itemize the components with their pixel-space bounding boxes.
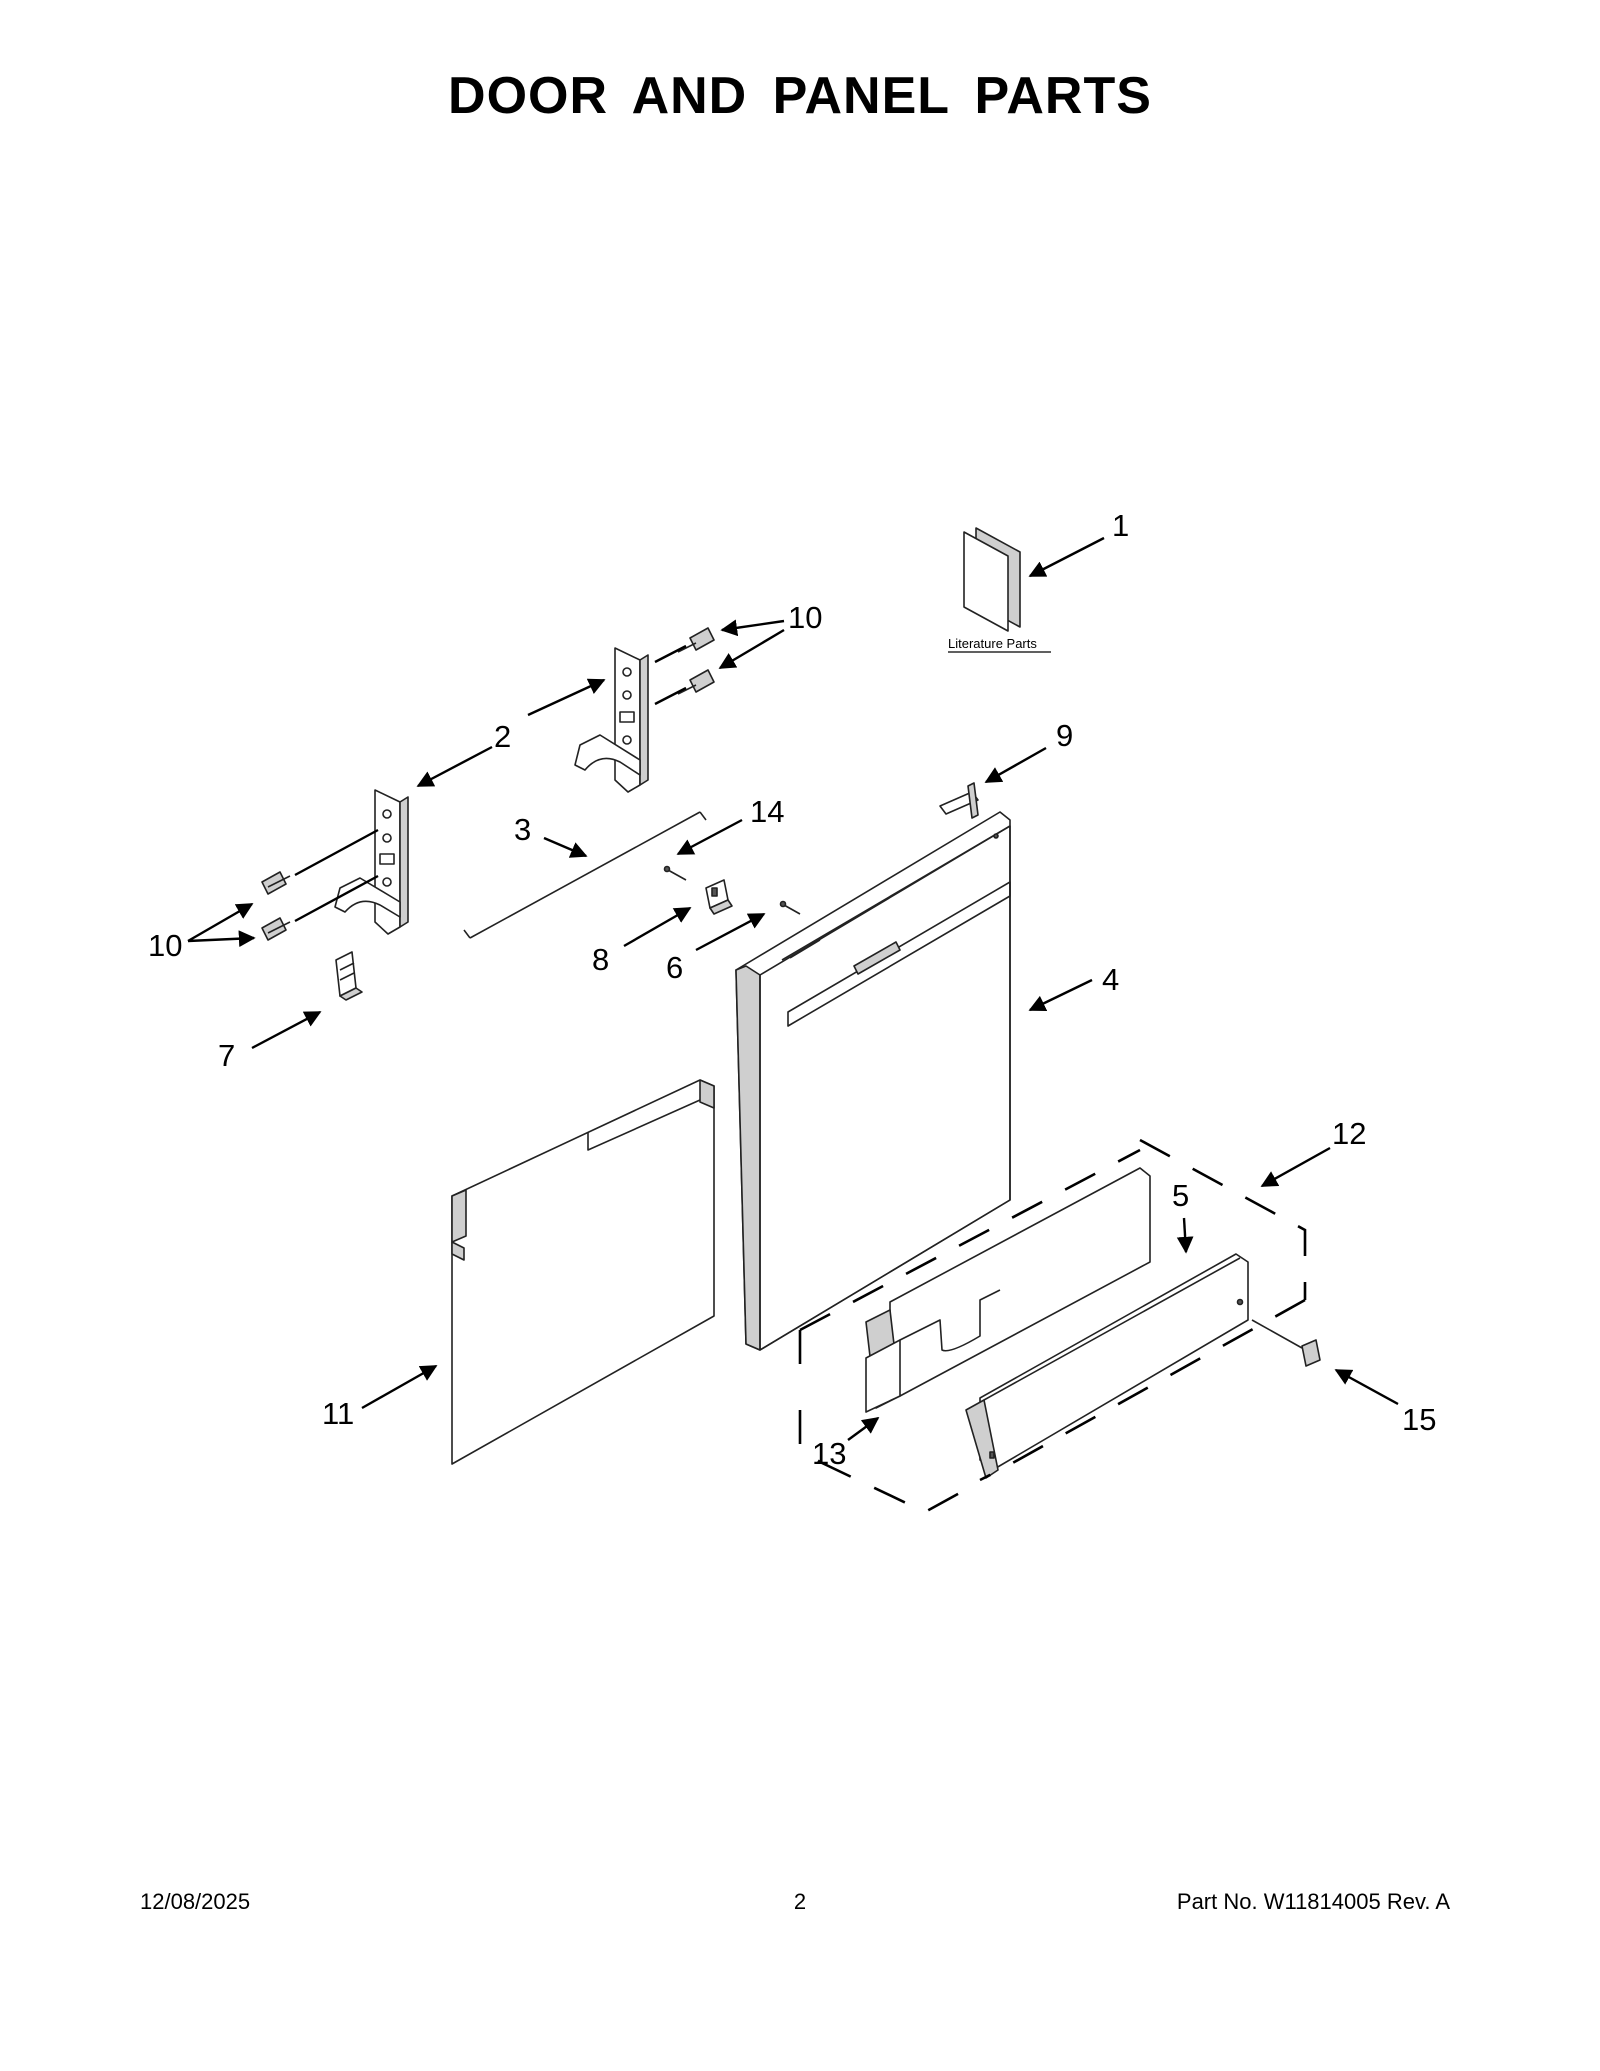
callout-4: 4 [1102, 962, 1119, 997]
callout-leaders [187, 536, 1399, 1441]
callout-10-top: 10 [788, 600, 822, 635]
callout-13: 13 [812, 1436, 846, 1471]
toe-panel-kickplate [965, 1253, 1249, 1479]
leveling-screw [1251, 1319, 1321, 1367]
callout-9: 9 [1056, 718, 1073, 753]
hinge-screw [261, 871, 291, 941]
door-hinge-right [574, 647, 649, 793]
page-title: DOOR AND PANEL PARTS [448, 67, 1152, 125]
callout-5: 5 [1172, 1178, 1189, 1213]
footer-page-number: 2 [793, 1889, 807, 1914]
callout-10-left: 10 [148, 928, 182, 963]
footer-part-number: Part No. W11814005 Rev. A [1176, 1889, 1450, 1914]
callout-12: 12 [1332, 1116, 1366, 1151]
footer-date: 12/08/2025 [140, 1889, 251, 1914]
door-latch [705, 879, 733, 915]
callout-11: 11 [322, 1396, 354, 1431]
small-screw [663, 865, 801, 915]
door-bumper [335, 951, 363, 1001]
door-vent-clip [939, 782, 979, 819]
callout-15: 15 [1402, 1402, 1436, 1437]
callout-2: 2 [494, 719, 511, 754]
door-hinge-left [334, 789, 409, 935]
callout-7: 7 [218, 1038, 235, 1073]
callout-8: 8 [592, 942, 609, 977]
callout-6: 6 [666, 950, 683, 985]
callout-14: 14 [750, 794, 784, 829]
hinge-screw [677, 627, 715, 695]
side-panel [451, 1079, 715, 1465]
callout-3: 3 [514, 812, 531, 847]
door-cable [463, 811, 707, 939]
callout-1: 1 [1112, 508, 1129, 543]
toe-panel-upper [865, 1167, 1151, 1413]
outer-door-panel [735, 811, 1011, 1351]
literature-booklet [963, 527, 1021, 632]
literature-parts-label: Literature Parts [948, 636, 1037, 651]
toe-panel-assembly-outline [798, 1138, 1307, 1514]
